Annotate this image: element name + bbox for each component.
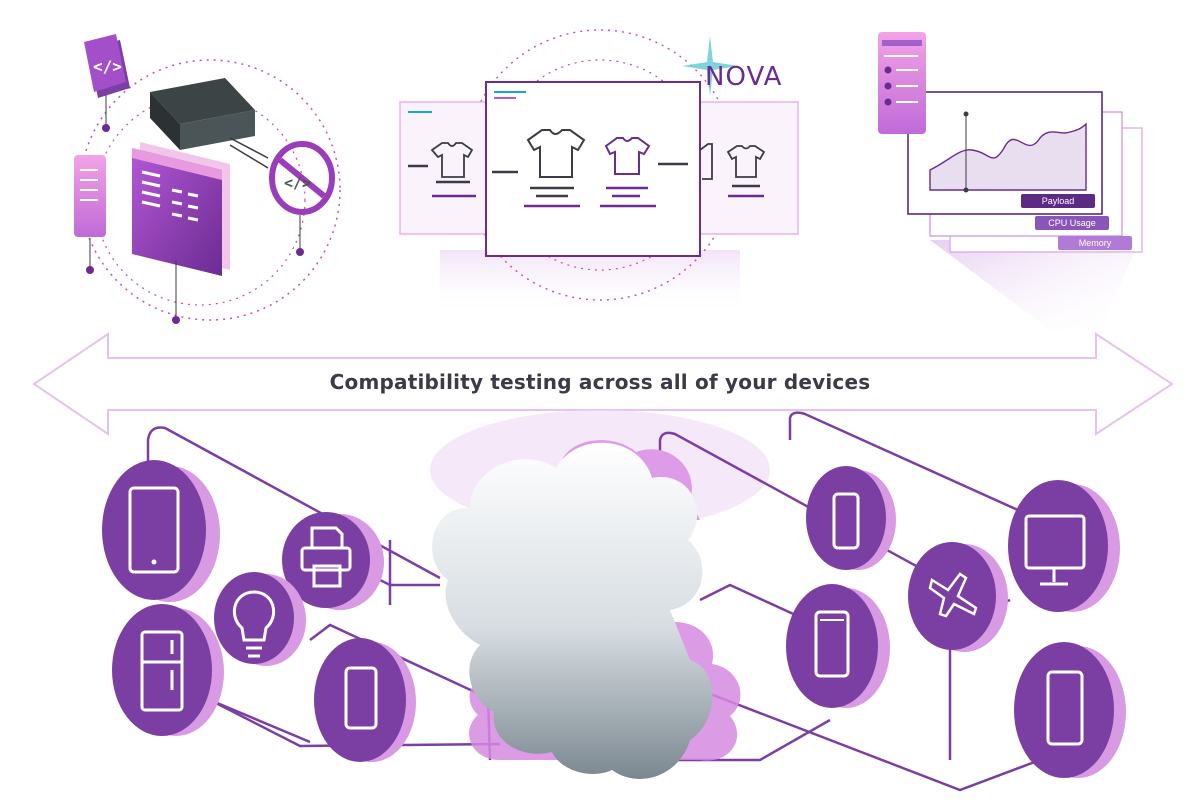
blocked-code-icon: </>	[269, 141, 335, 215]
monitor-icon	[1024, 514, 1086, 586]
device-network	[102, 410, 1126, 792]
tshirt-icon	[430, 142, 474, 178]
device-monitor	[1008, 480, 1120, 612]
device-fridge	[112, 604, 224, 736]
lightbulb-icon	[232, 590, 276, 658]
device-smartphone	[1014, 642, 1126, 778]
mobile-app-icon	[74, 155, 106, 237]
storefront-illustration	[399, 29, 799, 315]
nova-star-icon	[682, 36, 738, 96]
double-arrow-banner	[32, 332, 1174, 436]
tshirt-icon	[526, 129, 586, 178]
mobile-app-icon	[878, 32, 926, 134]
device-tablet	[102, 460, 220, 602]
brand-logo-text: NOVA	[705, 62, 783, 92]
chart-area	[929, 122, 1087, 191]
browser-window-icon	[132, 142, 230, 276]
banner-text: Compatibility testing across all of your…	[329, 370, 871, 394]
device-printer	[282, 512, 384, 610]
smartphone-icon	[814, 610, 850, 678]
metric-tag-cpu: CPU Usage	[1035, 216, 1109, 230]
tablet-icon	[128, 486, 180, 574]
device-smartphone	[806, 466, 896, 570]
tshirt-icon	[699, 143, 766, 180]
code-icon: </>	[84, 34, 130, 98]
data-pipe	[150, 78, 269, 169]
dotted-orbit	[79, 59, 341, 321]
cloud-icon	[432, 442, 713, 779]
code-compatibility-illustration: </> </>	[74, 34, 341, 324]
performance-monitor-illustration	[878, 32, 1143, 330]
svg-text:</>: </>	[93, 57, 122, 76]
fridge-icon	[140, 630, 184, 712]
device-smartphone	[314, 638, 416, 762]
smartphone-icon	[1046, 670, 1084, 746]
svg-text:</>: </>	[284, 174, 311, 192]
metric-tag-payload: Payload	[1021, 194, 1095, 208]
metric-tag-memory: Memory	[1058, 236, 1132, 250]
tshirt-icon	[604, 137, 651, 175]
printer-icon	[300, 526, 352, 588]
smartphone-icon	[832, 492, 860, 550]
device-airplane	[908, 542, 1008, 652]
device-lightbulb	[214, 572, 306, 666]
device-smartphone	[786, 584, 890, 708]
airplane-icon	[928, 572, 978, 618]
smartphone-icon	[344, 666, 378, 730]
main-screen	[485, 81, 701, 257]
